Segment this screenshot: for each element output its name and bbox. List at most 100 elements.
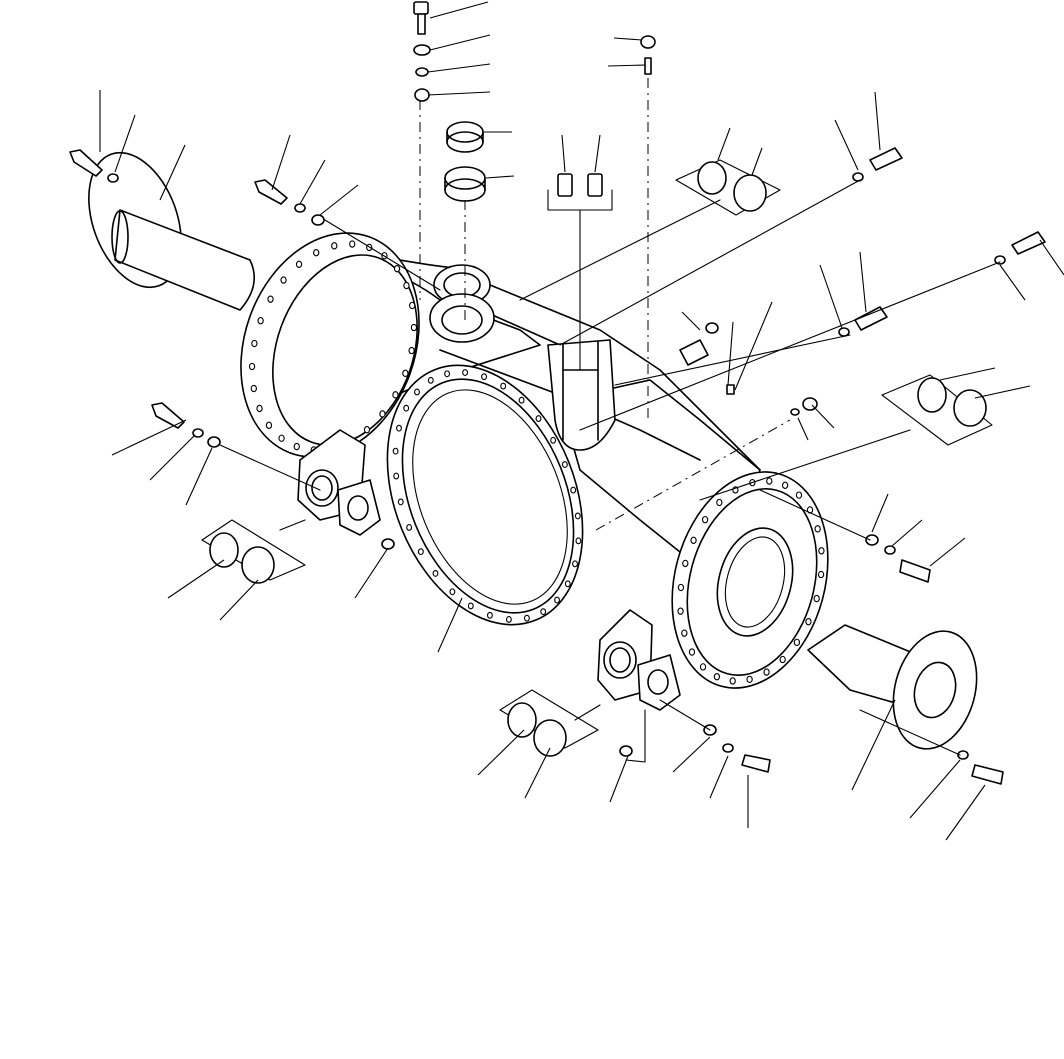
callout-leader-line <box>929 537 966 567</box>
bolt-hole <box>561 461 568 468</box>
bolt-hole <box>248 362 256 371</box>
bolt-hole <box>406 524 413 531</box>
callout-leader-line <box>114 114 136 173</box>
bolt-hole <box>403 281 410 290</box>
bolt-hole <box>564 580 571 588</box>
callout-leader-line <box>613 37 643 41</box>
bolt-hole <box>295 260 303 268</box>
bolt-hole <box>414 388 420 396</box>
callout-leader-line <box>437 597 463 653</box>
left-hub-flange <box>240 232 420 458</box>
bolt-hole <box>690 536 697 545</box>
callout-leader-line <box>429 1 489 19</box>
bolt-hole <box>393 472 400 480</box>
callout-leader-line <box>859 251 867 313</box>
bolt-hole <box>403 404 410 412</box>
bolt-hole <box>444 370 451 378</box>
bolt-hole <box>817 570 825 579</box>
bolt-hole <box>417 548 424 556</box>
bolt-hole <box>574 512 581 520</box>
left-lower-lug <box>297 429 381 536</box>
bolt-hole <box>396 424 402 432</box>
bolt-hole <box>518 396 525 404</box>
top-pivot-bushings <box>444 121 486 202</box>
bolt-hole <box>575 537 582 545</box>
callout-leader-line <box>594 134 601 173</box>
bolt-hole <box>550 436 557 444</box>
bushing-pair-right <box>881 374 993 446</box>
callout-leader-line <box>159 144 186 201</box>
bolt-hole <box>427 376 434 384</box>
bolt-hole <box>256 404 263 413</box>
bolt-hole <box>523 614 530 622</box>
bushing-pair-upper-right <box>675 159 781 216</box>
bolt-hole <box>379 410 386 418</box>
callout-leader-line <box>717 127 731 161</box>
callout-leader-line <box>709 755 729 799</box>
bolt-hole <box>257 316 264 325</box>
callout-leader-line <box>851 699 896 791</box>
bolt-hole <box>793 638 801 647</box>
callout-leader-line <box>1039 239 1064 276</box>
callout-leader-line <box>681 311 701 331</box>
bolt-hole <box>278 434 285 442</box>
bolt-hole <box>397 498 404 506</box>
bolt-hole <box>795 491 803 499</box>
bushing-pair-lower <box>499 689 599 757</box>
bolt-hole <box>699 663 707 671</box>
callout-leader-line <box>299 159 326 205</box>
callout-leader-line <box>751 147 763 176</box>
bolt-hole <box>293 442 300 451</box>
callout-leader-line <box>607 64 646 67</box>
center-lines <box>219 78 1001 763</box>
callout-leader-line <box>945 784 986 841</box>
callout-leader-line <box>149 434 196 481</box>
bolt-hole <box>267 295 274 303</box>
callout-leader-line <box>219 579 259 621</box>
callout-leader-line <box>909 759 961 819</box>
callout-leader-line <box>727 321 734 386</box>
bolt-hole <box>393 265 401 273</box>
callout-leader-line <box>874 91 881 151</box>
bolt-hole <box>818 547 825 555</box>
bolt-hole <box>766 477 773 485</box>
bolt-hole <box>805 617 812 626</box>
callout-leader-line <box>891 519 923 547</box>
bolt-hole <box>392 447 399 455</box>
fastener-bolts <box>69 1 1046 785</box>
bolt-hole <box>570 486 577 494</box>
bolt-hole <box>729 677 736 685</box>
callout-leader-line <box>999 264 1026 301</box>
bolt-hole <box>409 301 416 310</box>
bolt-hole <box>814 525 821 533</box>
callout-leader-line <box>429 34 491 51</box>
bolt-hole <box>763 668 770 676</box>
callout-leader-line <box>185 447 213 506</box>
bolt-hole <box>781 481 789 489</box>
callout-leader-line <box>427 91 491 96</box>
left-axle-tube-shield <box>88 151 256 311</box>
bolt-hole <box>779 655 786 664</box>
bolt-hole <box>250 384 257 393</box>
callout-leader-line <box>427 63 491 73</box>
center-mount-bracket <box>547 339 616 451</box>
bolt-hole <box>481 373 488 381</box>
callout-leader-line <box>834 119 859 171</box>
callout-leader-line <box>167 559 225 599</box>
top-pivot-boss <box>429 264 495 343</box>
bolt-hole <box>363 426 371 434</box>
bolt-hole <box>681 629 688 637</box>
bolt-hole <box>716 498 723 507</box>
bolt-hole <box>408 346 415 355</box>
callout-leader-line <box>561 134 566 173</box>
bolt-hole <box>467 602 474 610</box>
right-axle-tube-shield <box>807 624 978 750</box>
callout-leader-line <box>797 417 809 441</box>
bolt-hole <box>313 249 320 257</box>
bolt-hole <box>713 673 721 681</box>
bolt-hole <box>462 369 469 376</box>
bolt-hole <box>449 588 456 596</box>
bolt-hole <box>535 415 542 423</box>
bolt-hole <box>402 369 409 378</box>
